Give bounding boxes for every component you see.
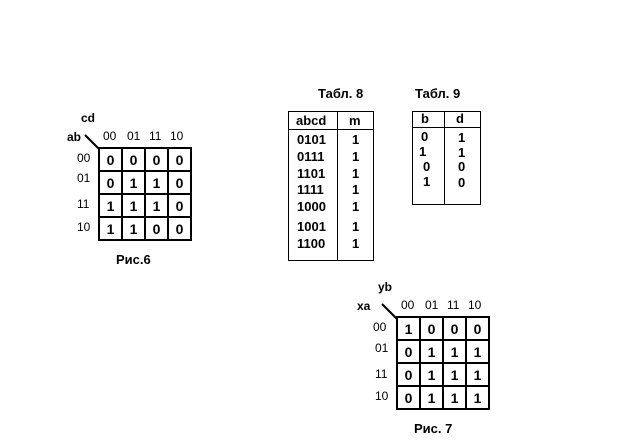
map7-cell: 1 [442, 385, 467, 410]
table9-title: Табл. 9 [415, 86, 461, 101]
table9-cell: 0 [421, 129, 429, 144]
map6-cell: 0 [144, 216, 169, 241]
map6-cell: 1 [98, 193, 123, 218]
map7-col-var: yb [378, 280, 393, 294]
table8-cell: 1 [352, 149, 360, 164]
map6-cell: 1 [121, 193, 146, 218]
map6-col-label: 10 [170, 129, 184, 143]
map6-cell: 1 [121, 170, 146, 195]
map6-diagonal-line [84, 134, 100, 150]
map7-cell: 0 [419, 316, 444, 341]
map6-row-var: ab [67, 130, 82, 144]
table8-cell: 1 [352, 219, 360, 234]
table9-cell: 0 [458, 175, 466, 190]
map6-row-label: 01 [77, 171, 91, 185]
table9-header-divider [413, 112, 480, 128]
map7-cell: 1 [396, 316, 421, 341]
table9-header: b [421, 111, 429, 126]
map6-caption: Рис.6 [116, 252, 151, 267]
map6-cell: 0 [98, 170, 123, 195]
map7-cell: 1 [465, 339, 490, 364]
map7-cell: 0 [465, 316, 490, 341]
table9-cell: 0 [458, 159, 466, 174]
table9-cell: 1 [458, 130, 466, 145]
map6-row-label: 10 [77, 220, 91, 234]
map7-row-label: 10 [375, 389, 389, 403]
map6-cell: 1 [121, 216, 146, 241]
table8-header: m [349, 113, 361, 128]
table8-cell: 1 [352, 132, 360, 147]
map7-cell: 0 [442, 316, 467, 341]
map6-col-var: cd [81, 111, 96, 125]
table8-cell: 0101 [297, 132, 326, 147]
table8-cell: 1 [352, 199, 360, 214]
map7-cell: 1 [442, 362, 467, 387]
table8-cell: 1111 [297, 182, 324, 197]
table8-cell: 1 [352, 236, 360, 251]
table8-cell: 0111 [297, 149, 325, 164]
table8-cell: 1 [352, 166, 360, 181]
map6-cell: 0 [167, 147, 192, 172]
map7-cell: 1 [419, 362, 444, 387]
map7-col-label: 11 [447, 298, 460, 312]
table8-title: Табл. 8 [318, 86, 364, 101]
table8-cell: 1 [352, 182, 360, 197]
table9-cell: 1 [423, 174, 431, 189]
map6-cell: 0 [167, 193, 192, 218]
table8-header: abcd [296, 113, 327, 128]
table8-cell: 1001 [297, 219, 326, 234]
map6-cell: 0 [121, 147, 146, 172]
table9-column-divider [444, 112, 445, 204]
map7-row-label: 01 [375, 341, 389, 355]
map7-diagonal-line [381, 303, 398, 320]
map6-col-label: 11 [149, 129, 162, 143]
map7-cell: 0 [396, 339, 421, 364]
map6-cell: 0 [167, 170, 192, 195]
map6-grid: 0 0 0 0 0 1 1 0 1 1 1 0 1 1 0 0 [98, 147, 192, 241]
table9-cell: 1 [458, 145, 466, 160]
table8-cell: 1100 [297, 236, 326, 251]
map6-cell: 0 [98, 147, 123, 172]
map6-row-label: 00 [77, 151, 91, 165]
map7-row-label: 00 [373, 320, 387, 334]
map7-cell: 0 [396, 385, 421, 410]
map7-cell: 1 [419, 339, 444, 364]
map7-cell: 1 [442, 339, 467, 364]
map6-cell: 1 [144, 193, 169, 218]
table8-frame [288, 111, 374, 261]
map7-cell: 1 [465, 362, 490, 387]
map7-row-var: xa [357, 299, 371, 313]
table8-header-divider [289, 112, 373, 130]
table8-column-divider [337, 112, 338, 260]
map7-grid: 1 0 0 0 0 1 1 1 0 1 1 1 0 1 1 1 [396, 316, 490, 410]
table8-cell: 1101 [297, 166, 326, 181]
map7-cell: 1 [419, 385, 444, 410]
map6-row-label: 11 [77, 197, 90, 211]
map7-col-label: 10 [468, 298, 482, 312]
table9-header: d [456, 111, 464, 126]
map6-cell: 0 [144, 147, 169, 172]
map6-cell: 1 [98, 216, 123, 241]
map7-col-label: 00 [401, 298, 415, 312]
map7-caption: Рис. 7 [414, 421, 453, 436]
map7-row-label: 11 [375, 367, 388, 381]
map7-cell: 1 [465, 385, 490, 410]
table9-cell: 0 [423, 159, 431, 174]
map7-cell: 0 [396, 362, 421, 387]
table9-frame [412, 111, 481, 205]
table8-cell: 1000 [297, 199, 326, 214]
map6-cell: 0 [167, 216, 192, 241]
table9-cell: 1 [419, 144, 427, 159]
map6-cell: 1 [144, 170, 169, 195]
map7-col-label: 01 [425, 298, 439, 312]
map6-col-label: 00 [103, 129, 117, 143]
map6-col-label: 01 [127, 129, 141, 143]
